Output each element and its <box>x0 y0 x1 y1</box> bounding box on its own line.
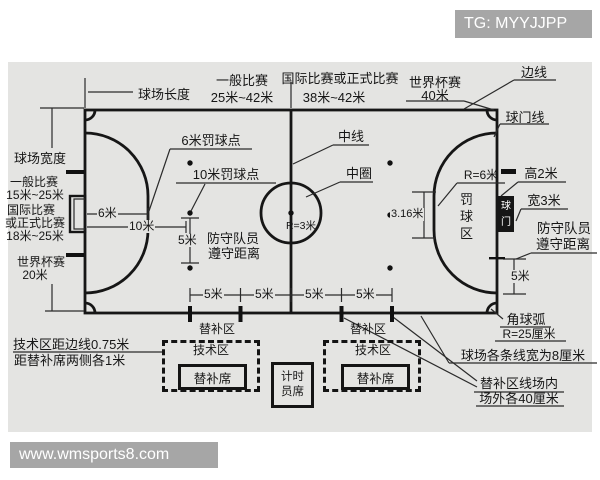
timekeeper-line2: 员席 <box>281 386 304 398</box>
penalty-marks <box>187 160 393 271</box>
left-goal <box>68 194 87 234</box>
bottom-5m-label-2: 5米 <box>254 287 275 301</box>
sub-zone-label-right: 替补区 <box>349 322 386 336</box>
center-mark <box>288 210 294 216</box>
bottom-5m-label-4: 5米 <box>355 287 376 301</box>
field-width-label: 球场宽度 <box>13 151 66 166</box>
goal-height-label: 高2米 <box>524 166 558 181</box>
worldcup-left-value: 20米 <box>22 268 48 282</box>
goal-width-label: 宽3米 <box>527 193 561 208</box>
tech-area-label-left: 技术区 <box>192 343 229 357</box>
goal-box-label: 球门 <box>501 201 511 228</box>
general-match-left-label: 一般比赛 <box>9 175 58 189</box>
field-length-label: 球场长度 <box>137 87 190 102</box>
general-match-top-range: 25米~42米 <box>210 90 274 105</box>
timekeeper-box: 计时 员席 <box>271 362 314 408</box>
intl-match-left-label2: 或正式比赛 <box>4 216 65 230</box>
goal-line-label: 球门线 <box>505 110 545 125</box>
worldcup-top-value: 40米 <box>421 88 449 103</box>
corner-5m-tick <box>489 257 505 260</box>
sub-zone-mark <box>339 306 344 322</box>
tg-watermark-badge: TG: MYYJJPP <box>455 10 592 38</box>
line-width-note: 球场各条线宽为8厘米 <box>460 348 586 363</box>
left-bracket-tick-bottom <box>66 253 84 257</box>
sub-zone-mark <box>188 306 192 322</box>
intl-match-top-label: 国际比赛或正式比赛 <box>281 71 399 86</box>
intl-match-left-label1: 国际比赛 <box>6 203 55 217</box>
defenders-right-line2: 遵守距离 <box>536 237 590 252</box>
bench-label-left: 替补席 <box>193 371 232 386</box>
left-bracket-tick-top <box>66 170 84 174</box>
penalty-area-label: 罚球区 <box>459 192 473 241</box>
bold-marks <box>66 169 516 322</box>
bench-box-right: 替补席 <box>341 364 410 390</box>
sub-zone-mark <box>390 306 394 322</box>
left-10m-penalty-mark <box>187 210 193 216</box>
center-radius-label: R=3米 <box>285 220 317 232</box>
left-upper-5m-mark <box>187 160 193 166</box>
worldcup-top-label: 世界杯赛 <box>408 75 461 90</box>
sub-zone-mark <box>238 306 243 322</box>
six-m-penalty-spot-label: 6米罚球点 <box>181 133 241 148</box>
center-line-label: 中线 <box>337 129 364 144</box>
intl-match-left-range: 18米~25米 <box>6 229 64 243</box>
intl-match-top-range: 38米~42米 <box>302 90 366 105</box>
center-circle-label: 中圈 <box>345 166 372 181</box>
sub-zone-note-line1: 替补区线场内 <box>479 376 558 391</box>
dim-6m-label: 6米 <box>97 206 118 220</box>
general-match-top-label: 一般比赛 <box>215 73 268 88</box>
worldcup-left-label: 世界杯赛 <box>16 255 65 269</box>
right-lower-5m-mark <box>387 265 393 271</box>
bottom-5m-label-3: 5米 <box>304 287 325 301</box>
left-lower-5m-mark <box>187 265 193 271</box>
bench-box-left: 替补席 <box>178 364 247 390</box>
sideline-label: 边线 <box>520 65 547 80</box>
sub-zone-note-line2: 场外各40厘米 <box>479 391 559 406</box>
sub-zone-label-left: 替补区 <box>198 322 235 336</box>
dim-5m-right-label: 5米 <box>510 269 531 283</box>
tech-note-line2: 距替补席两侧各1米 <box>14 353 126 368</box>
right-goal <box>497 196 514 232</box>
tech-area-label-right: 技术区 <box>354 343 391 357</box>
general-match-left-range: 15米~25米 <box>6 188 64 202</box>
center-circle <box>259 181 323 245</box>
tech-note-line1: 技术区距边线0.75米 <box>13 337 130 352</box>
right-penalty-arc <box>432 131 498 295</box>
corner-arc-label: 角球弧 <box>506 312 546 327</box>
timekeeper-line1: 计时 <box>281 371 304 383</box>
dimension-lines <box>13 78 597 407</box>
defenders-right-line1: 防守队员 <box>537 221 591 236</box>
dim-10m-label: 10米 <box>128 219 156 233</box>
dim-5m-left-label: 5米 <box>177 233 198 247</box>
bench-label-right: 替补席 <box>356 371 395 386</box>
right-upper-5m-mark <box>387 160 393 166</box>
dim-316-label: 3.16米 <box>390 208 425 221</box>
site-watermark-text: www.wmsports8.com <box>19 446 170 463</box>
corner-radius-label: R=25厘米 <box>502 327 556 341</box>
defenders-left-line1: 防守队员 <box>206 231 259 246</box>
penalty-radius-label: R=6米 <box>463 168 499 182</box>
defenders-left-line2: 遵守距离 <box>207 246 260 261</box>
ten-m-penalty-spot-label: 10米罚球点 <box>192 167 260 182</box>
tg-watermark-text: TG: MYYJJPP <box>464 15 568 32</box>
site-watermark-badge: www.wmsports8.com <box>10 442 218 468</box>
goal-height-tick <box>501 169 516 174</box>
tech-area-box-left <box>162 340 260 392</box>
bottom-5m-label-1: 5米 <box>203 287 224 301</box>
tech-area-box-right <box>323 340 421 392</box>
corner-arcs <box>84 109 498 314</box>
